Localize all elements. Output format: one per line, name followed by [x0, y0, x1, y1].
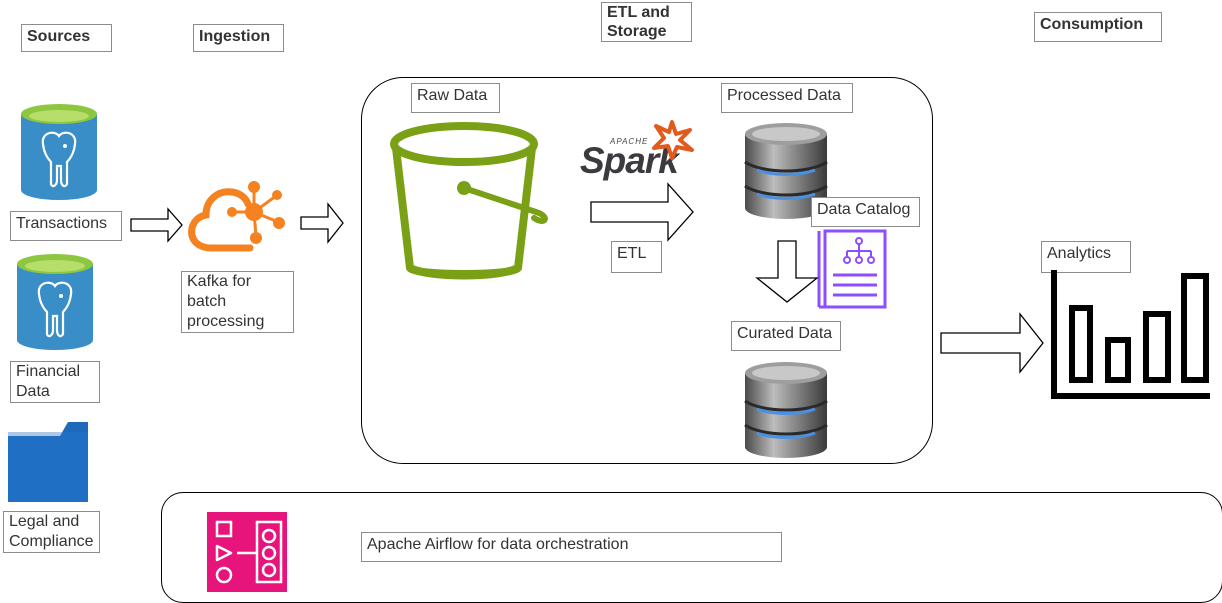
workflow-glyph-icon — [215, 520, 283, 584]
header-consumption: Consumption — [1034, 12, 1162, 42]
analytics-label: Analytics — [1041, 241, 1131, 273]
kafka-label: Kafka for batch processing — [181, 271, 294, 333]
spark-apache-text: APACHE — [610, 137, 649, 146]
header-sources: Sources — [21, 24, 112, 52]
etl-storage-frame — [361, 77, 933, 464]
header-etl-storage: ETL and Storage — [601, 2, 692, 42]
source-transactions-label: Transactions — [10, 211, 122, 241]
bar-chart-icon — [1051, 270, 1210, 399]
folder-icon — [8, 422, 88, 502]
source-legal-compliance-label: Legal and Compliance — [3, 511, 100, 553]
airflow-label: Apache Airflow for data orchestration — [361, 532, 782, 562]
kafka-icon — [188, 181, 285, 252]
spark-logo: APACHE Spark — [580, 120, 695, 181]
processed-data-label: Processed Data — [721, 83, 853, 113]
arrow-storage-to-analytics — [940, 312, 1044, 374]
database-icon — [744, 123, 828, 219]
data-catalog-icon — [817, 229, 887, 309]
database-icon — [744, 362, 828, 458]
source-financial-data-label: Financial Data — [10, 361, 100, 403]
spark-star-icon — [652, 120, 694, 160]
arrow-sources-to-kafka — [130, 207, 183, 243]
postgres-icon — [21, 104, 97, 200]
arrow-processed-to-curated — [755, 240, 819, 303]
curated-data-label: Curated Data — [731, 321, 841, 351]
etl-label: ETL — [611, 241, 662, 273]
header-ingestion: Ingestion — [193, 24, 284, 52]
step-functions-icon — [207, 512, 287, 592]
arrow-etl — [590, 182, 694, 242]
postgres-icon — [17, 254, 93, 350]
raw-data-label: Raw Data — [411, 83, 500, 113]
arrow-kafka-to-raw — [300, 202, 344, 244]
data-catalog-label: Data Catalog — [811, 197, 920, 227]
bucket-icon — [390, 122, 548, 280]
